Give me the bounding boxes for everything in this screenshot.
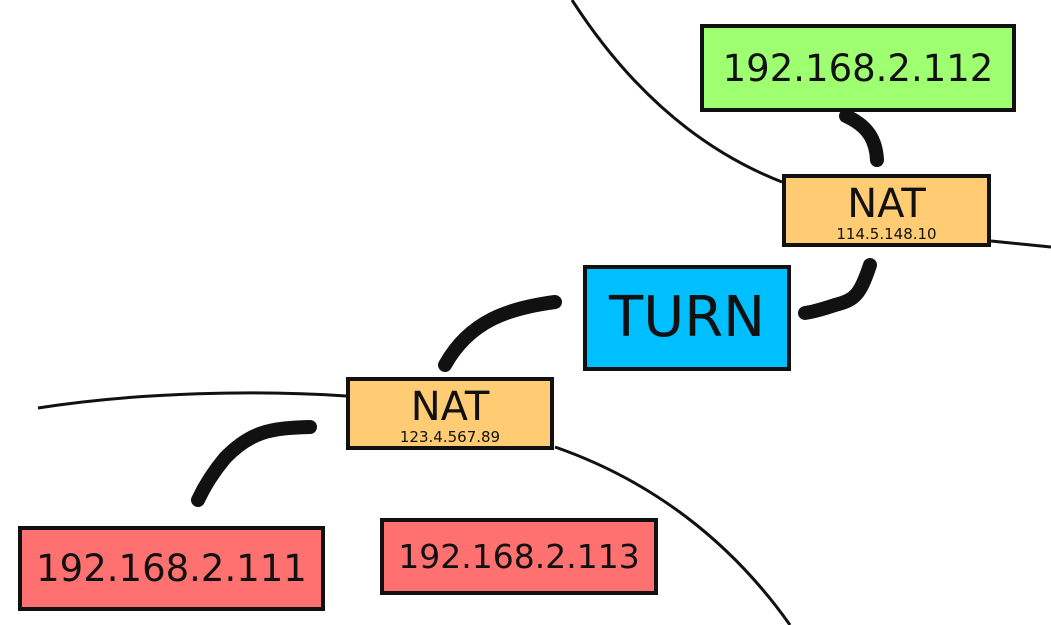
client-node-192-168-2-111: 192.168.2.111	[18, 526, 325, 611]
client-ip-label: 192.168.2.111	[36, 547, 307, 590]
network-boundary-top	[570, 0, 783, 184]
client-ip-label: 192.168.2.113	[398, 537, 640, 576]
client-ip-label: 192.168.2.112	[722, 46, 994, 90]
nat-public-ip: 123.4.567.89	[399, 427, 501, 446]
nat-public-ip: 114.5.148.10	[836, 224, 937, 243]
link-green-to-nat-top	[839, 109, 884, 167]
network-boundary-bottom	[554, 445, 792, 625]
turn-label: TURN	[609, 285, 765, 350]
turn-server-node: TURN	[583, 265, 791, 371]
network-boundary-left	[37, 391, 347, 410]
client-node-192-168-2-113: 192.168.2.113	[380, 518, 658, 595]
link-nat-bottom-to-client-left	[191, 420, 317, 507]
link-turn-to-nat-bottom	[438, 295, 562, 372]
link-nat-top-to-turn	[798, 258, 877, 320]
nat-title: NAT	[847, 180, 926, 227]
nat-title: NAT	[410, 383, 490, 430]
nat-node-bottom: NAT 123.4.567.89	[346, 377, 554, 450]
nat-node-top: NAT 114.5.148.10	[782, 174, 991, 247]
network-boundary-top-right	[990, 239, 1051, 249]
client-node-192-168-2-112: 192.168.2.112	[700, 24, 1016, 112]
